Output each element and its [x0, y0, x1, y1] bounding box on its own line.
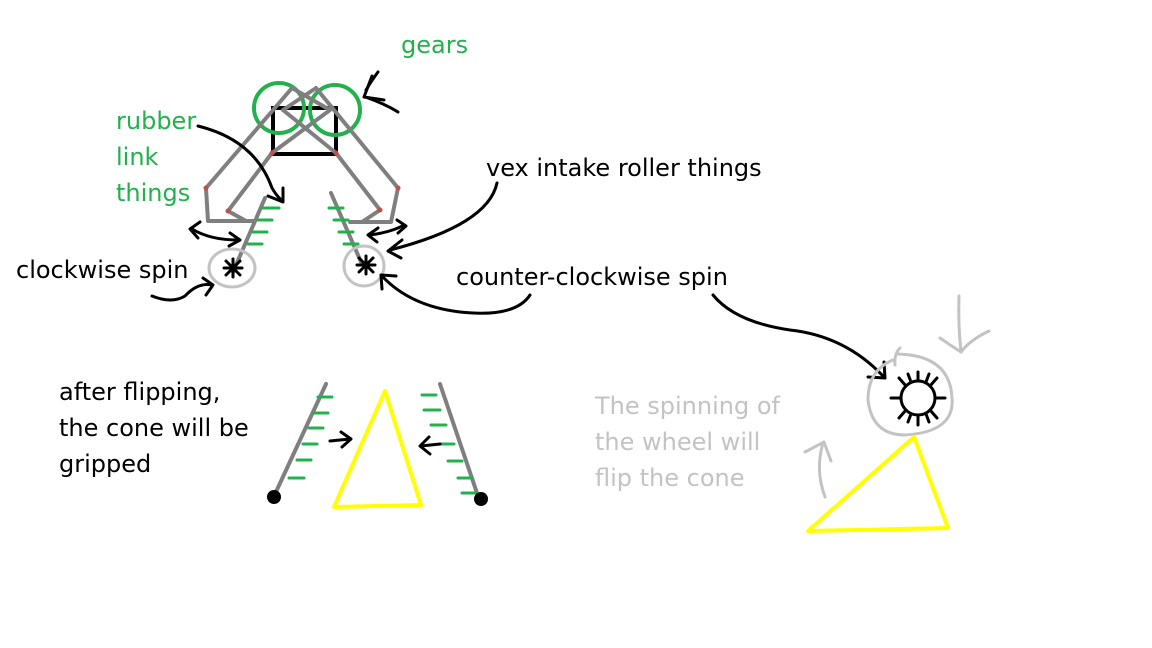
spinning-wheel-line2: the wheel will: [595, 428, 761, 456]
rubber-ticks-right: [327, 206, 360, 246]
right-gripper-ticks: [420, 393, 478, 495]
right-gripper-wheel: [474, 492, 488, 506]
rubber-link-label-line3: things: [116, 179, 191, 207]
right-arm: [281, 86, 400, 264]
double-arrow-left: [188, 220, 242, 248]
double-arrow-right: [366, 218, 408, 244]
intake-mechanism: [188, 81, 408, 289]
clockwise-arrow: [150, 283, 214, 302]
cone-upright: [332, 389, 423, 509]
wheel-spokes: [889, 370, 947, 427]
left-roller: [207, 247, 257, 289]
right-gear: [308, 83, 362, 137]
counter-clockwise-label: counter-clockwise spin: [456, 263, 728, 291]
right-roller-axle-icon: [355, 254, 377, 276]
left-gripper-ticks: [287, 395, 334, 480]
left-gear: [252, 81, 306, 135]
after-flipping-line1: after flipping,: [59, 378, 221, 406]
cone-flipping: [806, 435, 950, 533]
grip-arrows: [328, 430, 442, 456]
spinning-wheel-line1: The spinning of: [595, 392, 780, 420]
right-roller: [342, 244, 386, 288]
left-gripper-wheel: [267, 490, 281, 504]
after-flipping-line3: gripped: [59, 450, 152, 478]
gripped-cone-diagram: [267, 382, 488, 509]
after-flipping-line2: the cone will be: [59, 414, 249, 442]
rubber-ticks-left: [246, 206, 281, 246]
flow-arrows: [803, 294, 991, 499]
rubber-link-label-line1: rubber: [116, 107, 197, 135]
clockwise-label: clockwise spin: [16, 256, 189, 284]
wheel-flip-diagram: [803, 294, 991, 533]
wheel-arrow: [711, 293, 885, 378]
rubber-link-label-line2: link: [116, 143, 159, 171]
left-gripper-arm: [273, 382, 328, 496]
vex-intake-label: vex intake roller things: [486, 154, 762, 182]
rubber-link-arrow: [196, 124, 284, 202]
counter-clockwise-arrow: [380, 274, 532, 315]
spinning-wheel-line3: flip the cone: [595, 464, 745, 492]
left-roller-axle-icon: [222, 257, 244, 279]
annotation-arrows: [150, 70, 887, 380]
wheel-housing: [866, 352, 954, 437]
vex-intake-arrow: [388, 181, 499, 252]
gears-label: gears: [401, 31, 469, 59]
joints: [203, 150, 401, 214]
